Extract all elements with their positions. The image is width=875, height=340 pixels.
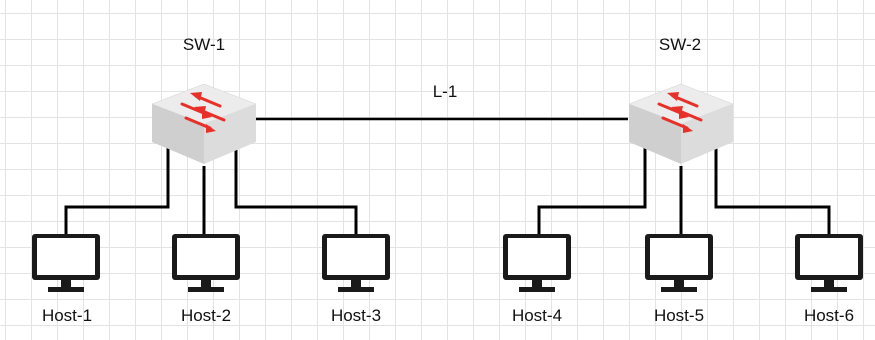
host-label-2: Host-2 — [180, 306, 232, 325]
host-label-3: Host-3 — [330, 306, 382, 325]
host-label-4: Host-4 — [511, 306, 563, 325]
host-label-1: Host-1 — [41, 306, 93, 325]
sw1-host-connections — [64, 146, 358, 236]
switch-label-sw1: SW-1 — [182, 35, 226, 54]
switch-label-sw2: SW-2 — [658, 35, 702, 54]
link-label-l1: L-1 — [432, 82, 458, 101]
sw2-host-connections — [537, 146, 831, 236]
host-label-6: Host-6 — [803, 306, 855, 325]
host-label-5: Host-5 — [653, 306, 705, 325]
